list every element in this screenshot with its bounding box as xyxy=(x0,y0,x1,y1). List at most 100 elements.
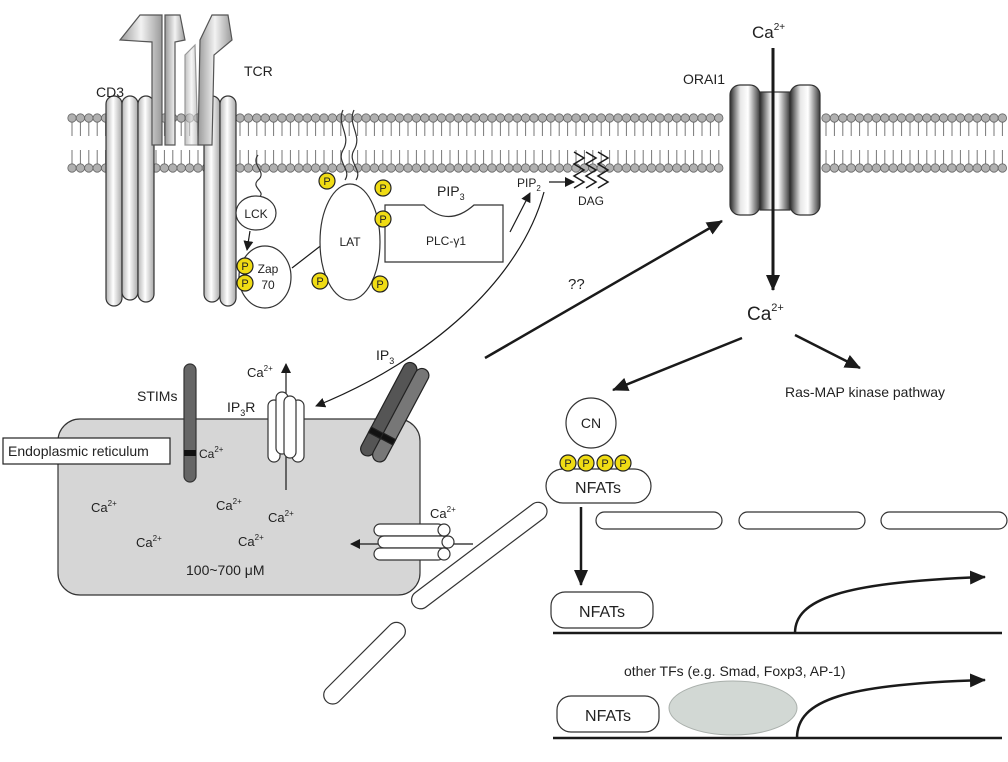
er-ca-label: Ca2+ xyxy=(91,499,117,515)
lipid-head-icon xyxy=(705,163,716,173)
transcription-arrow-1 xyxy=(793,570,986,634)
lipid-head-icon xyxy=(980,163,991,173)
extracellular-ca-label: Ca2+ xyxy=(752,22,785,42)
lipid-head-icon xyxy=(955,113,966,123)
lipid-head-icon xyxy=(420,113,430,123)
phosphate-icon: P xyxy=(311,272,329,290)
lipid-head-icon xyxy=(905,113,915,123)
lipid-head-icon xyxy=(947,163,957,173)
lipid-head-icon xyxy=(294,163,304,173)
lipid-head-icon xyxy=(361,163,371,173)
lipid-head-icon xyxy=(327,113,337,123)
phosphate-icon: P xyxy=(374,179,392,197)
lipid-head-icon xyxy=(863,163,873,173)
lipid-head-icon xyxy=(630,113,640,123)
er-ca-label: Ca2+ xyxy=(268,509,294,525)
nfat-nuclear-2-label: NFATs xyxy=(585,708,631,725)
orai1-label: ORAI1 xyxy=(683,71,725,87)
lipid-head-icon xyxy=(92,113,102,123)
ca-to-cn-arrow xyxy=(612,336,743,392)
lat-tether xyxy=(340,109,359,181)
phosphate-icon: P xyxy=(596,454,614,472)
lck-protein xyxy=(235,195,277,231)
lipid-head-icon xyxy=(829,113,840,123)
lipid-head-icon xyxy=(714,163,724,173)
stim-tm-band xyxy=(184,450,196,456)
lipid-head-icon xyxy=(913,113,924,123)
lipid-head-icon xyxy=(294,113,304,123)
svg-text:P: P xyxy=(323,176,330,188)
lipid-head-icon xyxy=(369,113,379,123)
lipid-head-icon xyxy=(67,163,77,173)
lipid-head-icon xyxy=(655,113,665,123)
lipid-head-icon xyxy=(638,113,648,123)
lipid-head-icon xyxy=(821,163,831,173)
lipid-head-icon xyxy=(462,113,472,123)
lipid-head-icon xyxy=(319,113,329,123)
lipid-head-icon xyxy=(394,163,405,173)
phosphate-icon: P xyxy=(559,454,577,472)
lipid-head-icon xyxy=(871,113,882,123)
lipid-head-icon xyxy=(512,163,522,173)
tcr-label: TCR xyxy=(244,63,273,79)
lipid-head-icon xyxy=(588,113,598,123)
lipid-head-icon xyxy=(955,163,966,173)
lipid-head-icon xyxy=(285,113,295,123)
lipid-head-icon xyxy=(428,113,438,123)
lipid-head-icon xyxy=(680,113,690,123)
lipid-head-icon xyxy=(646,163,657,173)
plc-gamma1-label: PLC-γ1 xyxy=(426,234,466,248)
svg-text:P: P xyxy=(241,278,248,290)
lipid-head-icon xyxy=(260,163,270,173)
lipid-head-icon xyxy=(512,113,522,123)
lipid-head-icon xyxy=(922,113,932,123)
orai1-channel-icon xyxy=(729,84,821,216)
lipid-head-icon xyxy=(394,113,405,123)
lck-label: LCK xyxy=(244,207,267,221)
lipid-head-icon xyxy=(905,163,915,173)
er-ca-concentration-label: 100~700 μM xyxy=(186,562,265,578)
lipid-head-icon xyxy=(663,113,674,123)
lat-protein xyxy=(319,183,381,301)
lat-label: LAT xyxy=(339,235,361,249)
cn-label: CN xyxy=(581,415,601,431)
lipid-head-icon xyxy=(411,113,421,123)
lipid-head-icon xyxy=(428,163,438,173)
lipid-head-icon xyxy=(562,163,573,173)
lipid-head-icon xyxy=(478,113,489,123)
phosphate-icon: P xyxy=(614,454,632,472)
lipid-head-icon xyxy=(504,113,514,123)
lipid-head-icon xyxy=(672,113,682,123)
lipid-head-icon xyxy=(243,113,253,123)
transcription-arrow-2 xyxy=(795,673,986,739)
lipid-head-icon xyxy=(361,113,371,123)
lipid-head-icon xyxy=(487,113,497,123)
plc-gamma1-protein xyxy=(384,204,504,263)
lipid-head-icon xyxy=(67,113,77,123)
ip3r-label: IP3R xyxy=(227,399,255,418)
lipid-head-icon xyxy=(571,113,581,123)
lipid-head-icon xyxy=(630,163,640,173)
pip3-label: PIP3 xyxy=(437,183,465,202)
nfat-cytosolic xyxy=(545,468,652,504)
lipid-head-icon xyxy=(613,113,623,123)
lipid-head-icon xyxy=(75,163,86,173)
phosphate-icon: P xyxy=(577,454,595,472)
lipid-head-icon xyxy=(546,163,556,173)
nfat-nuclear-2 xyxy=(556,695,660,733)
dag-label: DAG xyxy=(578,194,604,208)
lipid-head-icon xyxy=(319,163,329,173)
lipid-head-icon xyxy=(327,163,337,173)
lipid-head-icon xyxy=(579,113,590,123)
other-tfs-label: other TFs (e.g. Smad, Foxp3, AP-1) xyxy=(624,663,846,679)
lipid-head-icon xyxy=(277,113,287,123)
svg-text:P: P xyxy=(582,458,589,470)
cd3-label: CD3 xyxy=(96,84,124,100)
ip3-label: IP3 xyxy=(376,347,394,366)
svg-text:P: P xyxy=(564,458,571,470)
zap70-label-line1: Zap xyxy=(258,262,279,276)
lipid-head-icon xyxy=(185,163,195,173)
lipid-head-icon xyxy=(838,113,848,123)
other-tf-protein xyxy=(668,680,798,736)
